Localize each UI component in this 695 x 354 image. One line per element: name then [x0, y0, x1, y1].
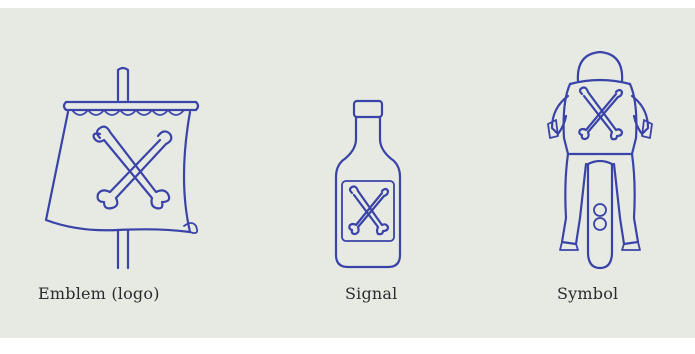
emblem-caption: Emblem (logo) [38, 284, 160, 303]
bottom-margin [0, 338, 695, 354]
symbol-figure [540, 42, 660, 277]
symbol-caption: Symbol [557, 284, 618, 303]
pirate-flag-icon [38, 60, 208, 275]
biker-jacket-icon [540, 42, 660, 277]
signal-figure [328, 95, 408, 275]
poison-bottle-icon [328, 95, 408, 275]
signal-caption: Signal [345, 284, 397, 303]
emblem-figure [38, 60, 208, 275]
